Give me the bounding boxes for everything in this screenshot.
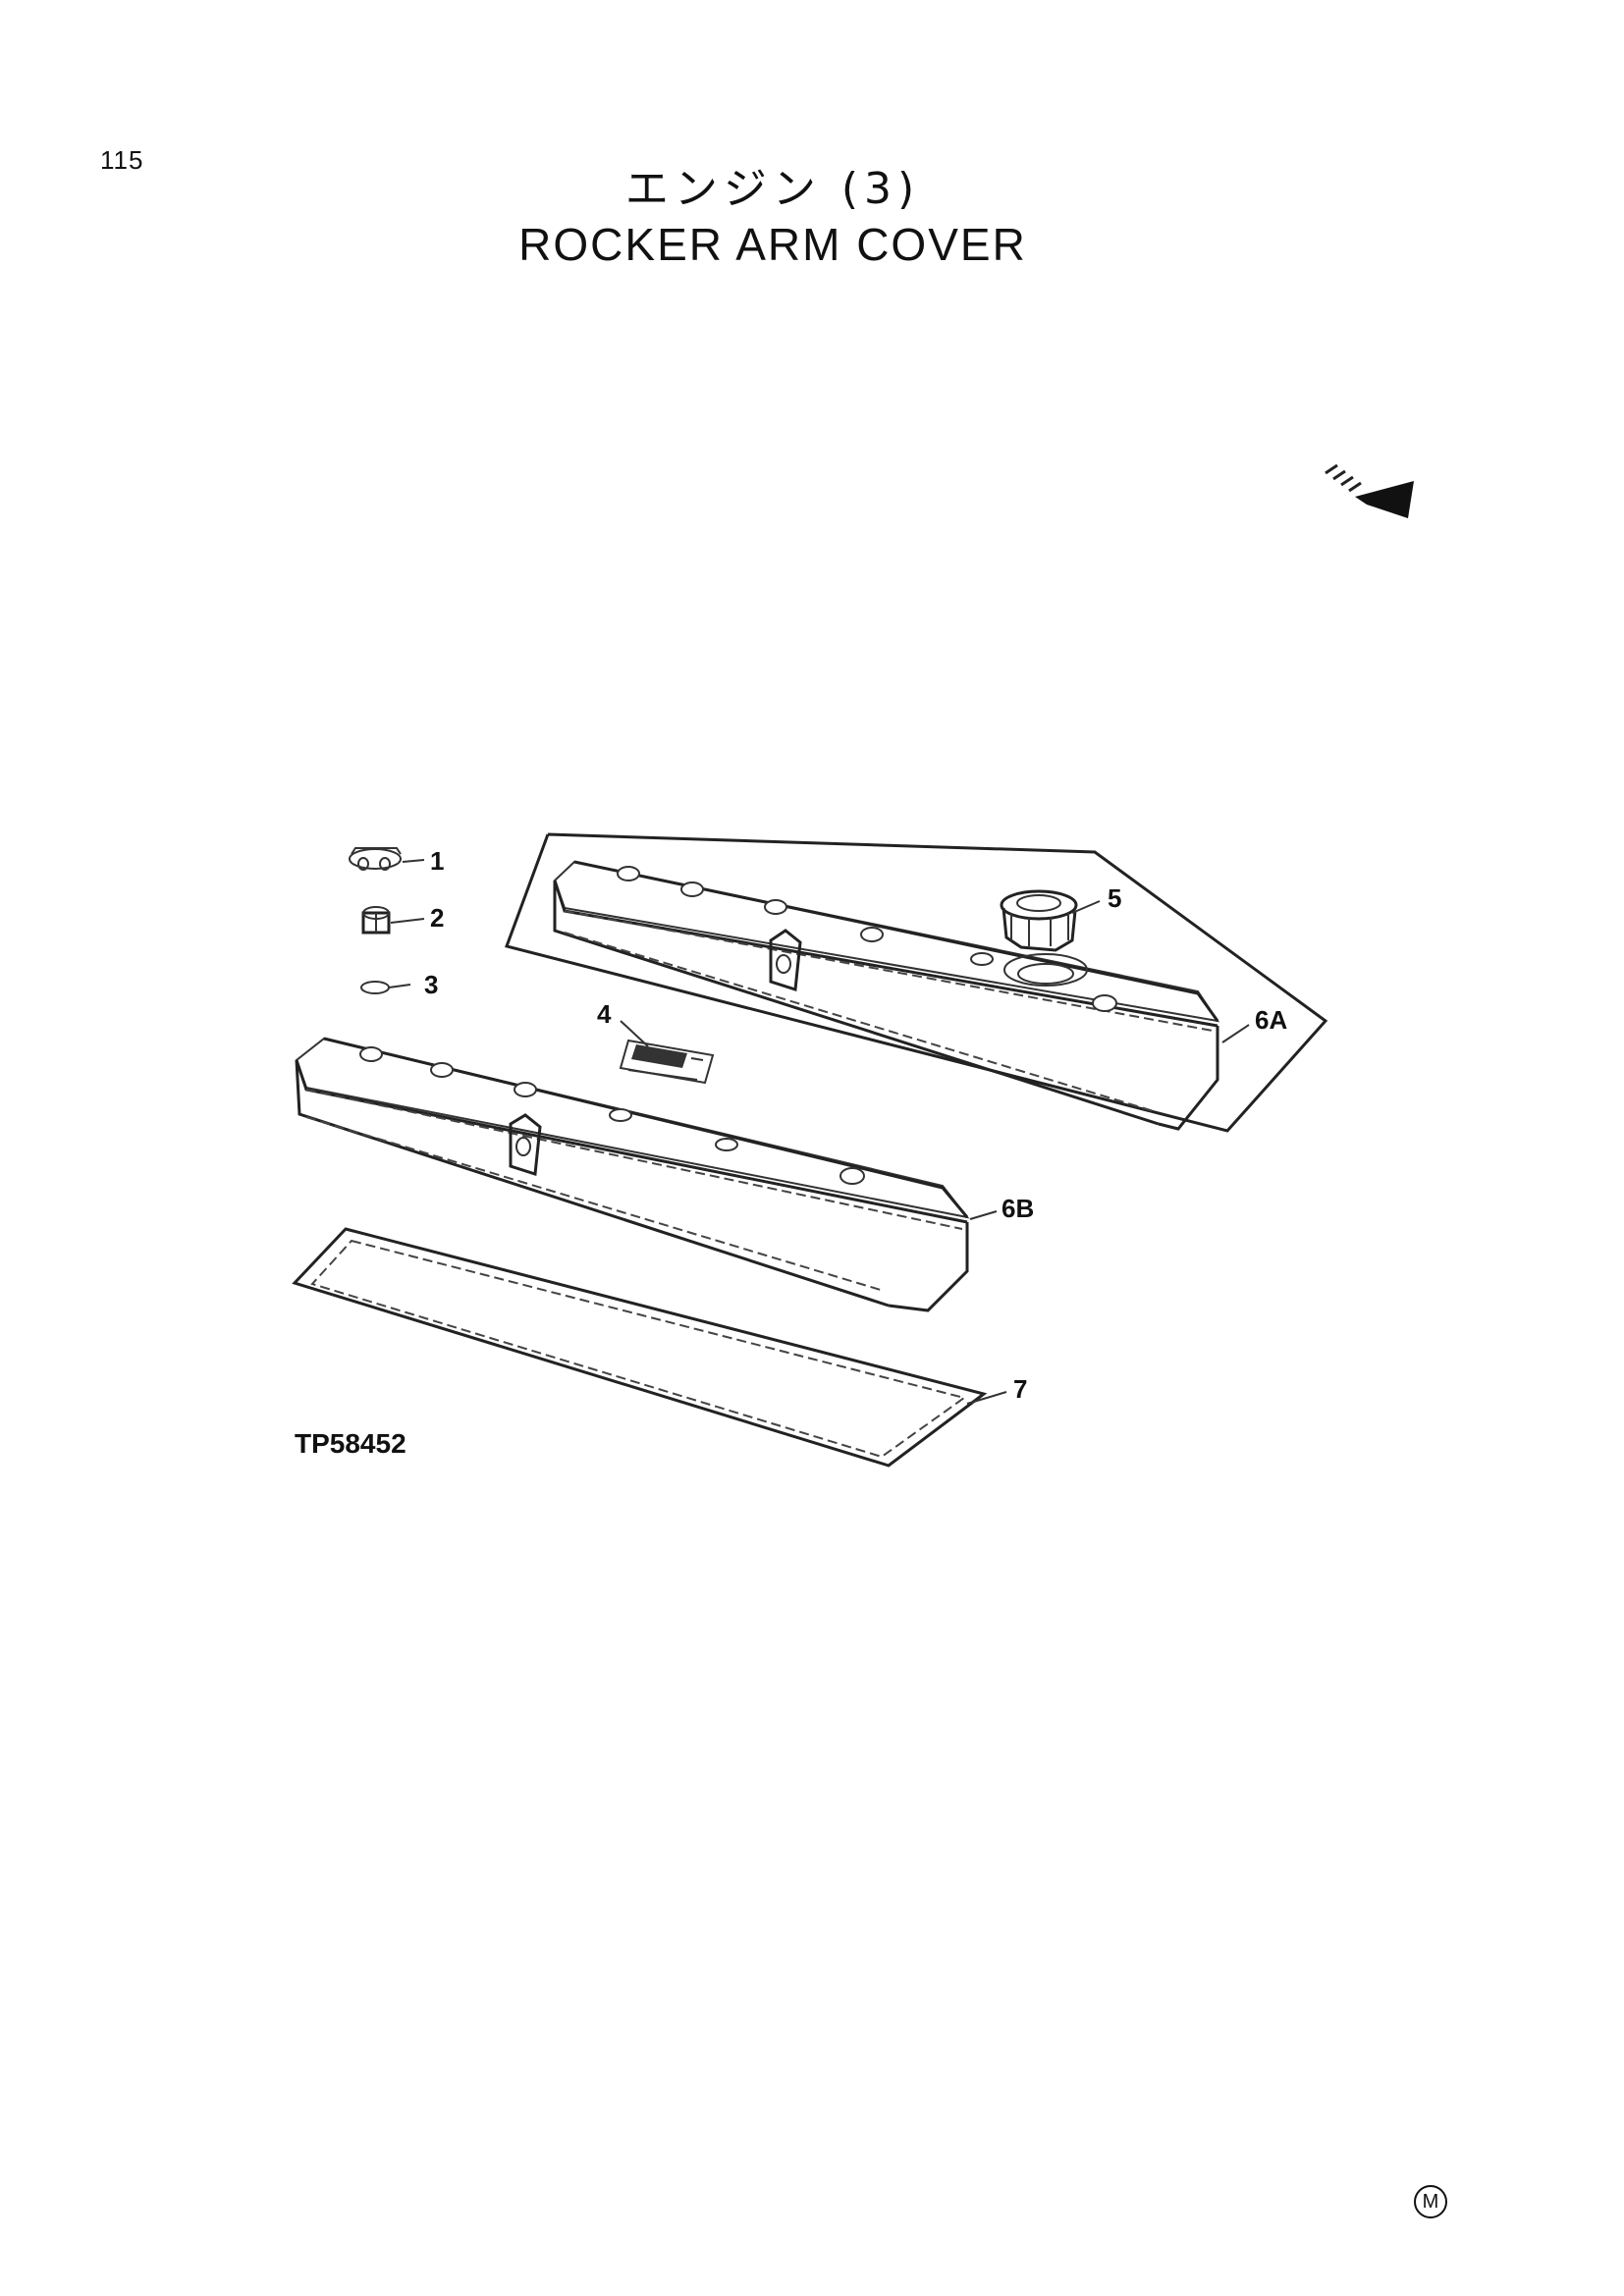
callout-6b: 6B [1001, 1194, 1034, 1223]
oil-filler-cap [1000, 889, 1088, 987]
callout-4: 4 [597, 999, 612, 1029]
assembly-boundary [505, 832, 1328, 1133]
title-japanese: エンジン (3) [624, 164, 921, 214]
o-ring-part [360, 981, 411, 994]
direction-arrow-icon [1325, 463, 1414, 518]
callout-3: 3 [424, 970, 438, 999]
figure-code: TP58452 [295, 1428, 406, 1459]
seal-washer-part [349, 847, 402, 871]
callout-1: 1 [430, 846, 444, 876]
cap-nut-part [361, 906, 391, 934]
callout-7: 7 [1013, 1374, 1027, 1404]
rocker-cover-gasket [292, 1227, 988, 1468]
callout-5: 5 [1108, 883, 1121, 913]
rocker-cover-6b [295, 1037, 970, 1312]
corner-m-mark: M [1414, 2185, 1447, 2218]
callout-6a: 6A [1255, 1005, 1287, 1035]
callout-2: 2 [430, 903, 444, 933]
page-title: エンジン (3) ROCKER ARM COVER [0, 162, 1545, 272]
rocker-cover-6a [553, 860, 1220, 1131]
warning-label-decal [619, 1039, 715, 1085]
page-number: 115 [100, 145, 144, 175]
title-english: ROCKER ARM COVER [518, 219, 1027, 270]
